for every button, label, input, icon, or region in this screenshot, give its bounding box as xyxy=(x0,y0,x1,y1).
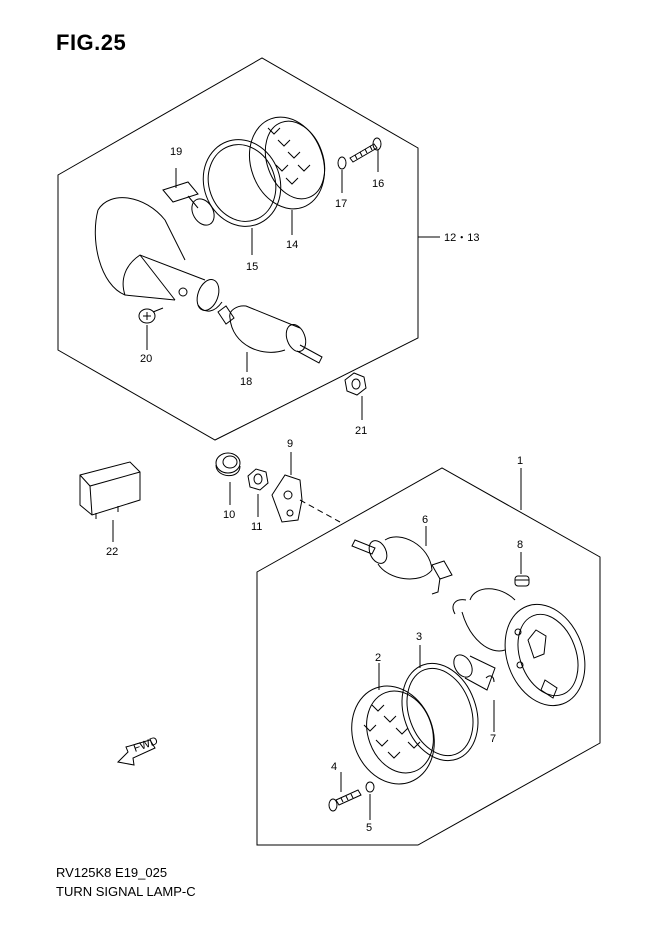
callout-21: 21 xyxy=(355,425,367,437)
figure-title: FIG.25 xyxy=(56,30,127,55)
part-22-relay xyxy=(79,461,141,542)
part-18-socket xyxy=(217,305,323,372)
callout-18: 18 xyxy=(240,376,252,388)
part-6-socket xyxy=(351,526,453,595)
callout-19: 19 xyxy=(170,146,182,158)
upper-assembly-outline xyxy=(57,57,419,441)
callout-6: 6 xyxy=(422,514,428,526)
callout-22: 22 xyxy=(106,546,118,558)
callout-12-13: 12・13 xyxy=(444,232,479,244)
callout-1: 1 xyxy=(517,455,523,467)
part-7-bulb xyxy=(453,654,496,732)
callout-5: 5 xyxy=(366,822,372,834)
part-11-nut xyxy=(247,468,269,517)
callout-11: 11 xyxy=(251,521,262,533)
callout-7: 7 xyxy=(490,733,496,745)
part-19-bulb xyxy=(162,168,215,226)
callout-14: 14 xyxy=(286,239,298,251)
part-21-nut xyxy=(344,372,367,420)
callout-10: 10 xyxy=(223,509,235,521)
callout-9: 9 xyxy=(287,438,293,450)
part-8-bolt xyxy=(514,552,530,587)
part-9-bracket xyxy=(271,452,341,523)
drawing-code: RV125K8 E19_025 xyxy=(56,865,168,880)
part-14-lens xyxy=(249,116,326,235)
callout-2: 2 xyxy=(375,652,381,664)
fwd-arrow-icon: FWD xyxy=(116,735,160,766)
part-20-screw xyxy=(138,307,164,350)
callout-17: 17 xyxy=(335,198,347,210)
part-3-rim xyxy=(401,645,479,762)
callout-4: 4 xyxy=(331,761,337,773)
upper-lamp-housing xyxy=(94,197,223,312)
part-16-screw xyxy=(349,137,382,172)
part-2-lens xyxy=(351,663,435,785)
callout-20: 20 xyxy=(140,353,152,365)
lower-lamp-housing xyxy=(452,588,586,707)
callout-3: 3 xyxy=(416,631,422,643)
part-10-grommet xyxy=(215,452,241,505)
callout-8: 8 xyxy=(517,539,523,551)
part-17-washer xyxy=(337,156,347,193)
callout-15: 15 xyxy=(246,261,258,273)
part-4-screw xyxy=(328,772,362,812)
drawing-caption: TURN SIGNAL LAMP-C xyxy=(56,884,196,899)
lower-assembly-outline xyxy=(256,467,601,846)
part-15-rim xyxy=(202,139,282,255)
part-5-washer xyxy=(365,781,375,820)
callout-16: 16 xyxy=(372,178,384,190)
